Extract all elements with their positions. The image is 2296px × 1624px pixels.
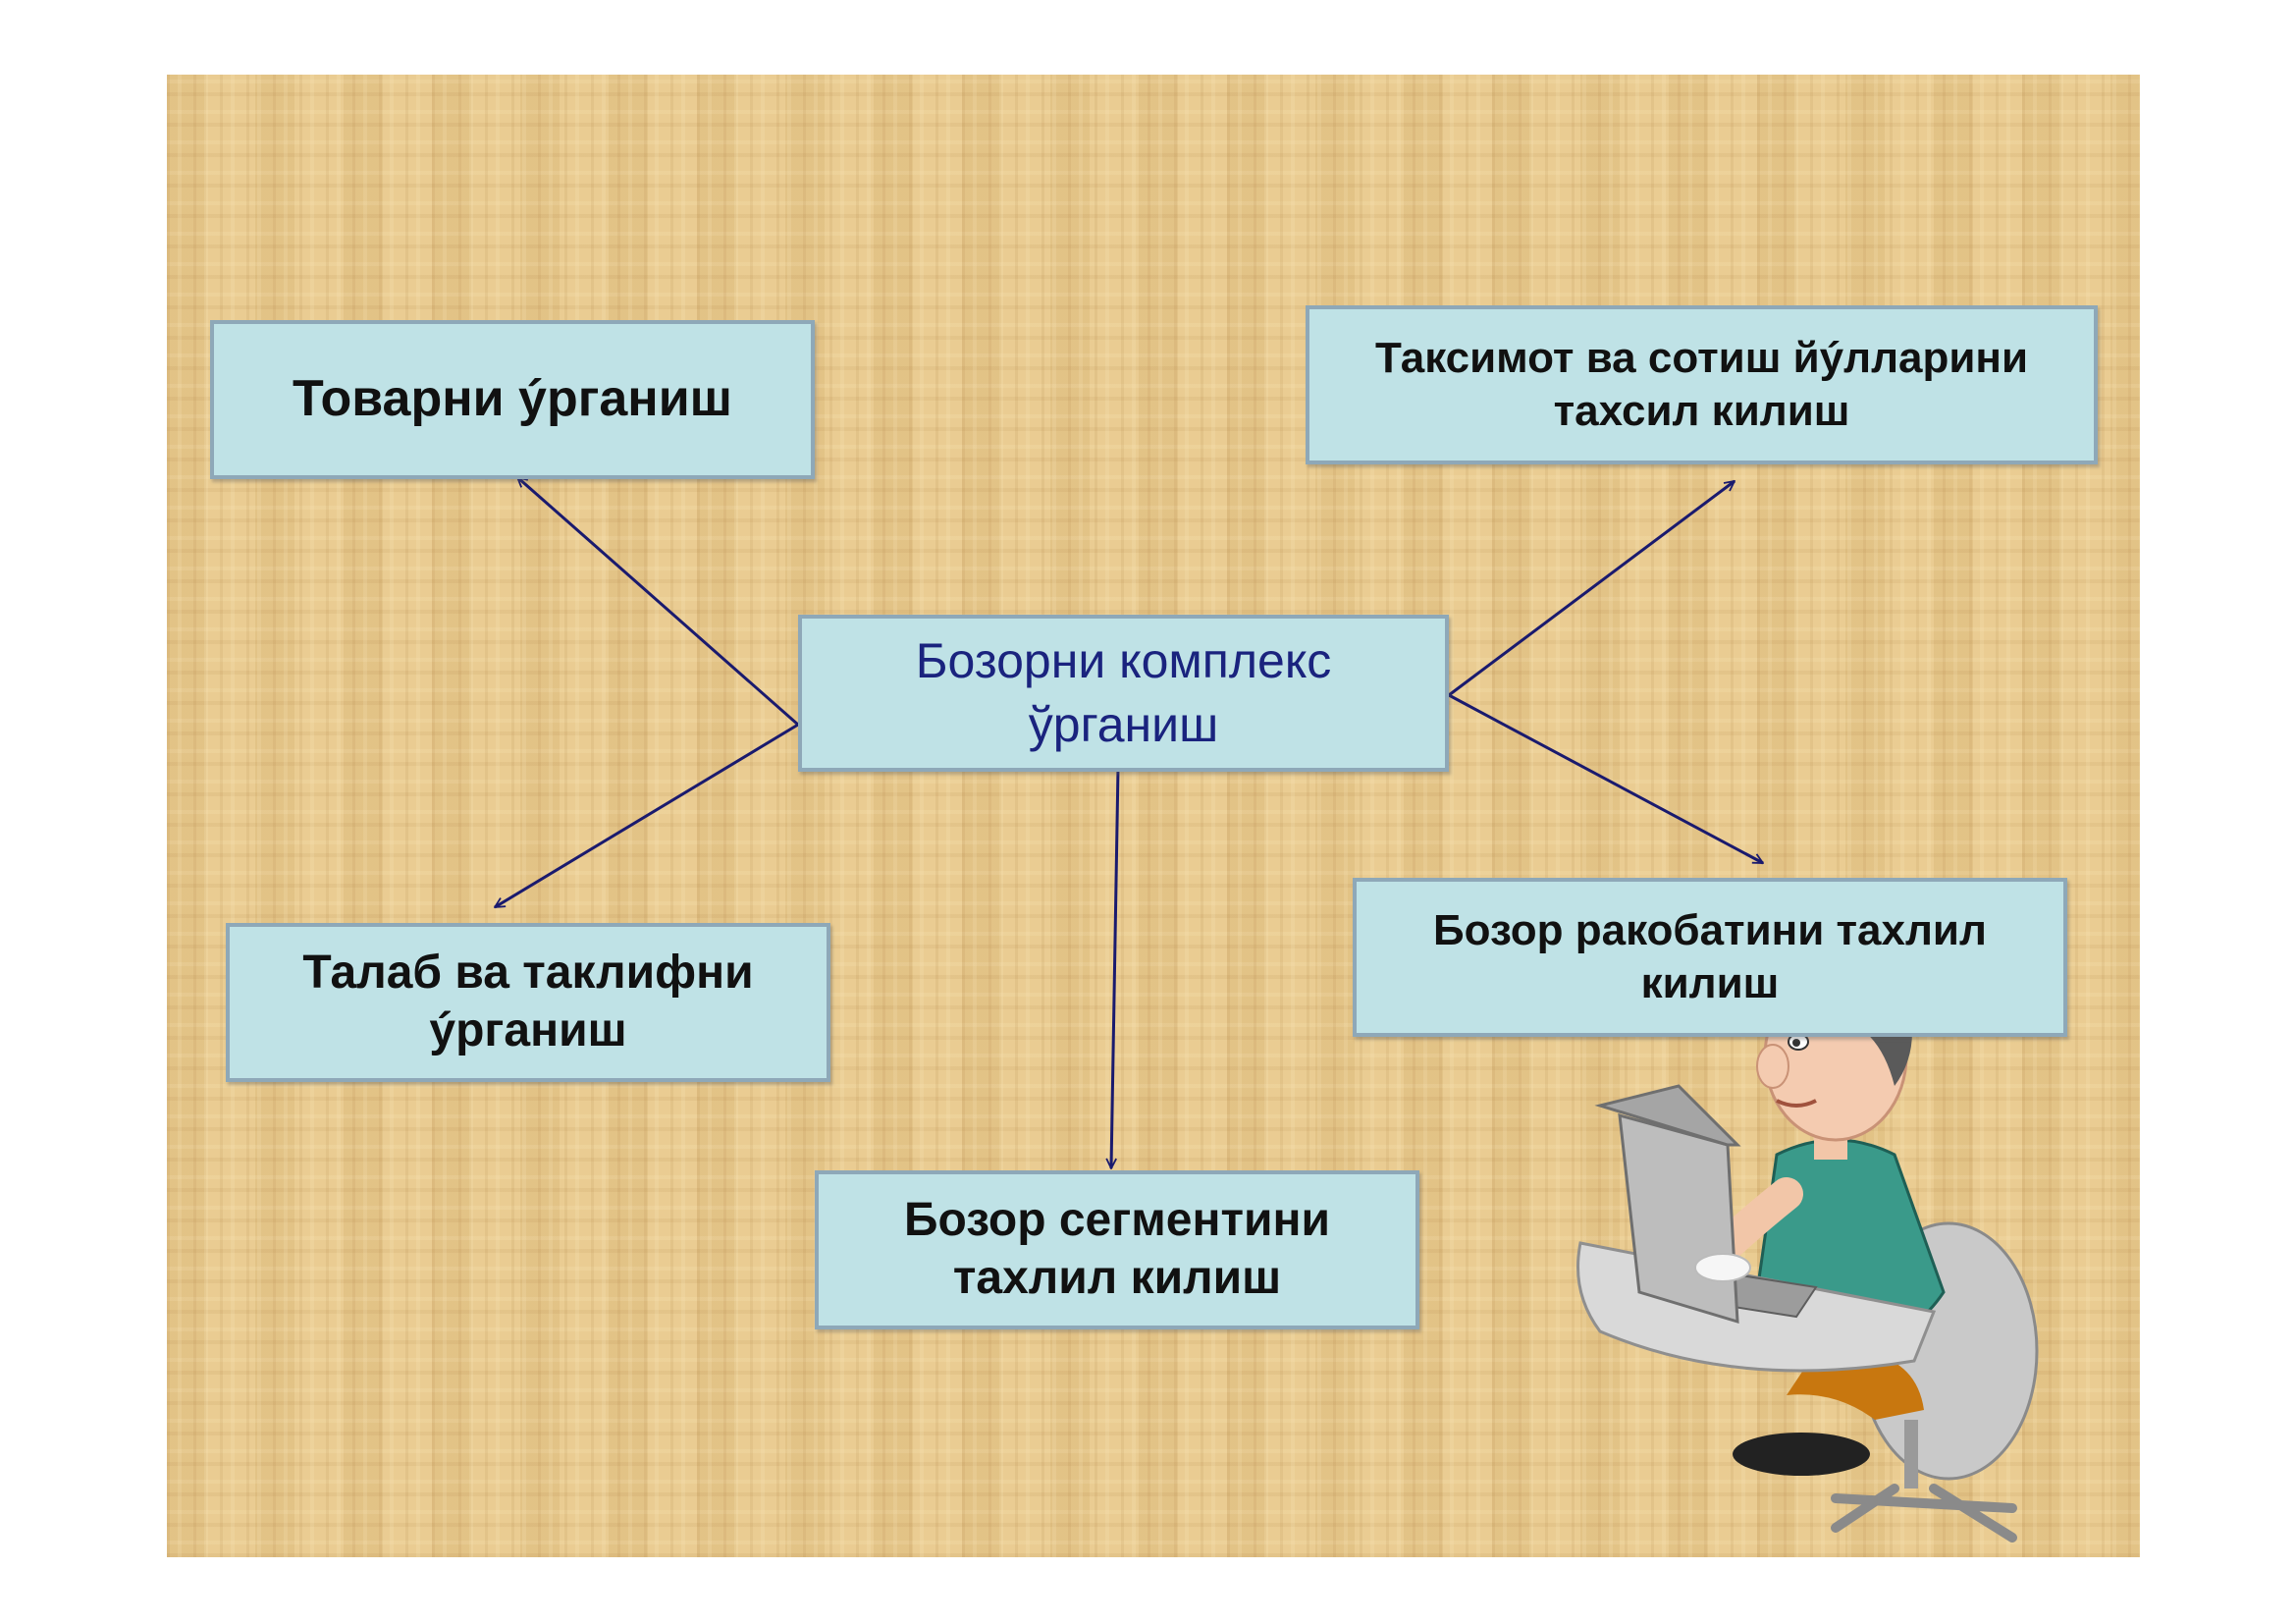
box-competition-analysis: Бозор ракобатини тахлил килиш (1353, 878, 2067, 1037)
arrow-to-bottom-left (495, 723, 799, 909)
arrow-to-top-right (1448, 481, 1735, 697)
box-market-study-center: Бозорни комплекс ўрганиш (798, 615, 1449, 772)
box-segment-analysis-label: Бозор сегментини тахлил килиш (904, 1194, 1330, 1304)
arrow-to-top-left (517, 477, 799, 727)
box-distribution-channels: Таксимот ва сотиш йýлларини тахсил килиш (1306, 305, 2098, 464)
box-demand-supply-study-label: Талаб ва таклифни ýрганиш (302, 947, 754, 1056)
box-product-study-label: Товарни ýрганиш (292, 370, 733, 428)
arrow-to-bottom-center (1111, 767, 1120, 1168)
slide-background: Товарни ýрганиш Таксимот ва сотиш йýллар… (167, 75, 2140, 1557)
person-at-computer-icon (1576, 968, 2039, 1543)
arrow-to-bottom-right (1448, 693, 1763, 865)
box-product-study: Товарни ýрганиш (210, 320, 815, 479)
box-demand-supply-study: Талаб ва таклифни ýрганиш (226, 923, 830, 1082)
box-competition-analysis-label: Бозор ракобатини тахлил килиш (1433, 906, 1987, 1007)
box-segment-analysis: Бозор сегментини тахлил килиш (815, 1170, 1419, 1329)
connector-arrows (167, 75, 2039, 1543)
box-distribution-channels-label: Таксимот ва сотиш йýлларини тахсил килиш (1374, 334, 2029, 435)
box-market-study-center-label: Бозорни комплекс ўрганиш (915, 633, 1332, 752)
